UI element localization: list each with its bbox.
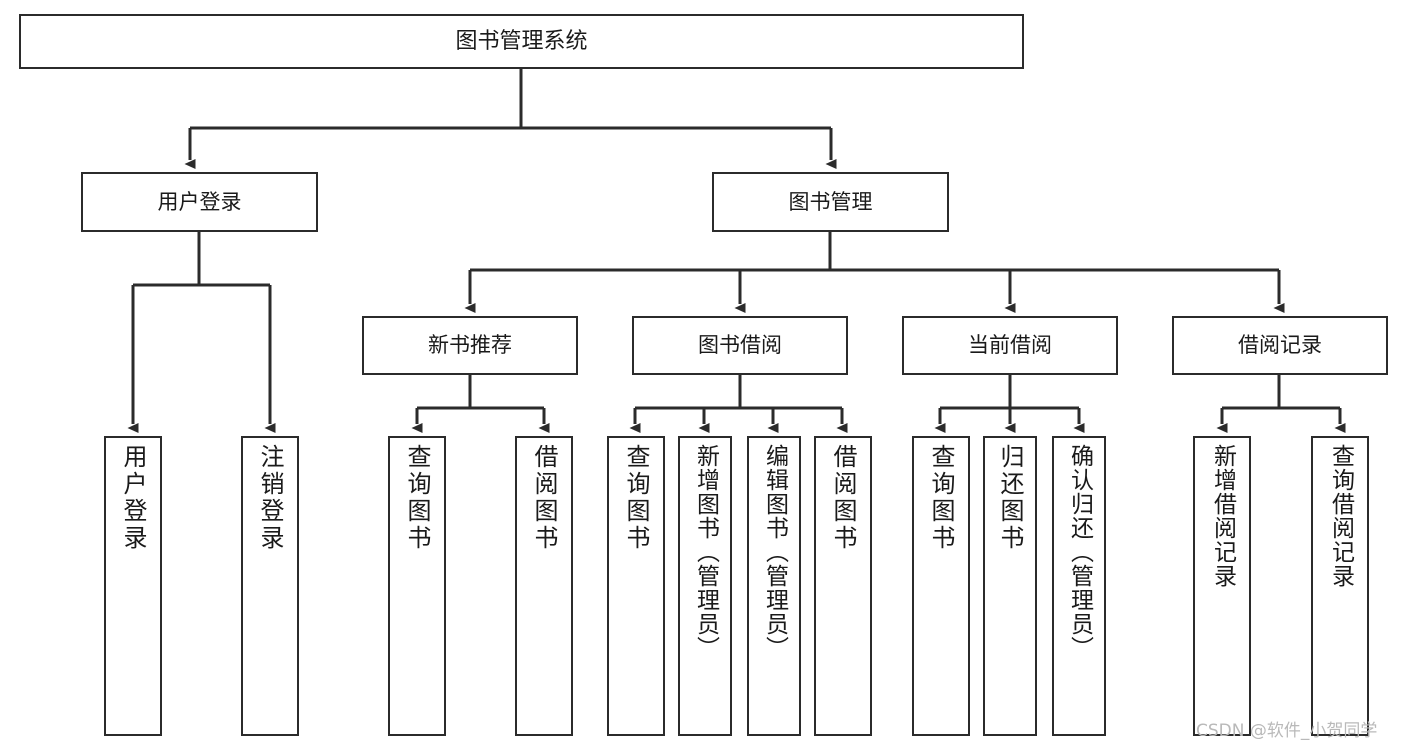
node-label: 确认归还（管理员） (1066, 444, 1093, 660)
node-borrow-record[interactable]: 借阅记录 (1172, 316, 1388, 375)
leaf-edit-book-admin[interactable]: 编辑图书（管理员） (747, 436, 801, 736)
leaf-add-book-admin[interactable]: 新增图书（管理员） (678, 436, 732, 736)
leaf-confirm-return-admin[interactable]: 确认归还（管理员） (1052, 436, 1106, 736)
csdn-watermark: CSDN @软件_小贺同学 (1196, 721, 1378, 741)
node-label: 查询图书 (927, 444, 955, 552)
leaf-borrow-book[interactable]: 借阅图书 (814, 436, 872, 736)
node-label: 图书借阅 (698, 333, 782, 358)
node-label: 查询图书 (622, 444, 650, 552)
node-label: 图书管理 (788, 189, 873, 214)
leaf-return-book[interactable]: 归还图书 (983, 436, 1037, 736)
leaf-query-book-current[interactable]: 查询图书 (912, 436, 970, 736)
node-label: 图书管理系统 (455, 28, 588, 54)
node-label: 新增借阅记录 (1209, 444, 1236, 588)
leaf-user-login[interactable]: 用户登录 (104, 436, 162, 736)
node-label: 编辑图书（管理员） (761, 444, 788, 660)
leaf-add-borrow-record[interactable]: 新增借阅记录 (1193, 436, 1251, 736)
leaf-query-borrow-record[interactable]: 查询借阅记录 (1311, 436, 1369, 736)
node-user-login[interactable]: 用户登录 (81, 172, 318, 232)
leaf-logout[interactable]: 注销登录 (241, 436, 299, 736)
node-label: 当前借阅 (968, 333, 1052, 358)
node-label: 借阅图书 (829, 444, 857, 552)
node-label: 新增图书（管理员） (692, 444, 719, 660)
node-label: 用户登录 (157, 189, 242, 214)
node-label: 借阅图书 (530, 444, 558, 552)
node-label: 注销登录 (256, 444, 284, 552)
node-label: 查询借阅记录 (1327, 444, 1354, 588)
leaf-query-book-recommend[interactable]: 查询图书 (388, 436, 446, 736)
leaf-query-book-borrow[interactable]: 查询图书 (607, 436, 665, 736)
node-root-system[interactable]: 图书管理系统 (19, 14, 1024, 69)
node-current-borrow[interactable]: 当前借阅 (902, 316, 1118, 375)
node-label: 归还图书 (996, 444, 1024, 552)
leaf-borrow-book-recommend[interactable]: 借阅图书 (515, 436, 573, 736)
node-new-book-recommend[interactable]: 新书推荐 (362, 316, 578, 375)
node-book-borrow[interactable]: 图书借阅 (632, 316, 848, 375)
node-label: 查询图书 (403, 444, 431, 552)
node-label: 新书推荐 (428, 333, 512, 358)
node-label: 用户登录 (119, 444, 147, 552)
node-book-management[interactable]: 图书管理 (712, 172, 949, 232)
node-label: 借阅记录 (1238, 333, 1322, 358)
